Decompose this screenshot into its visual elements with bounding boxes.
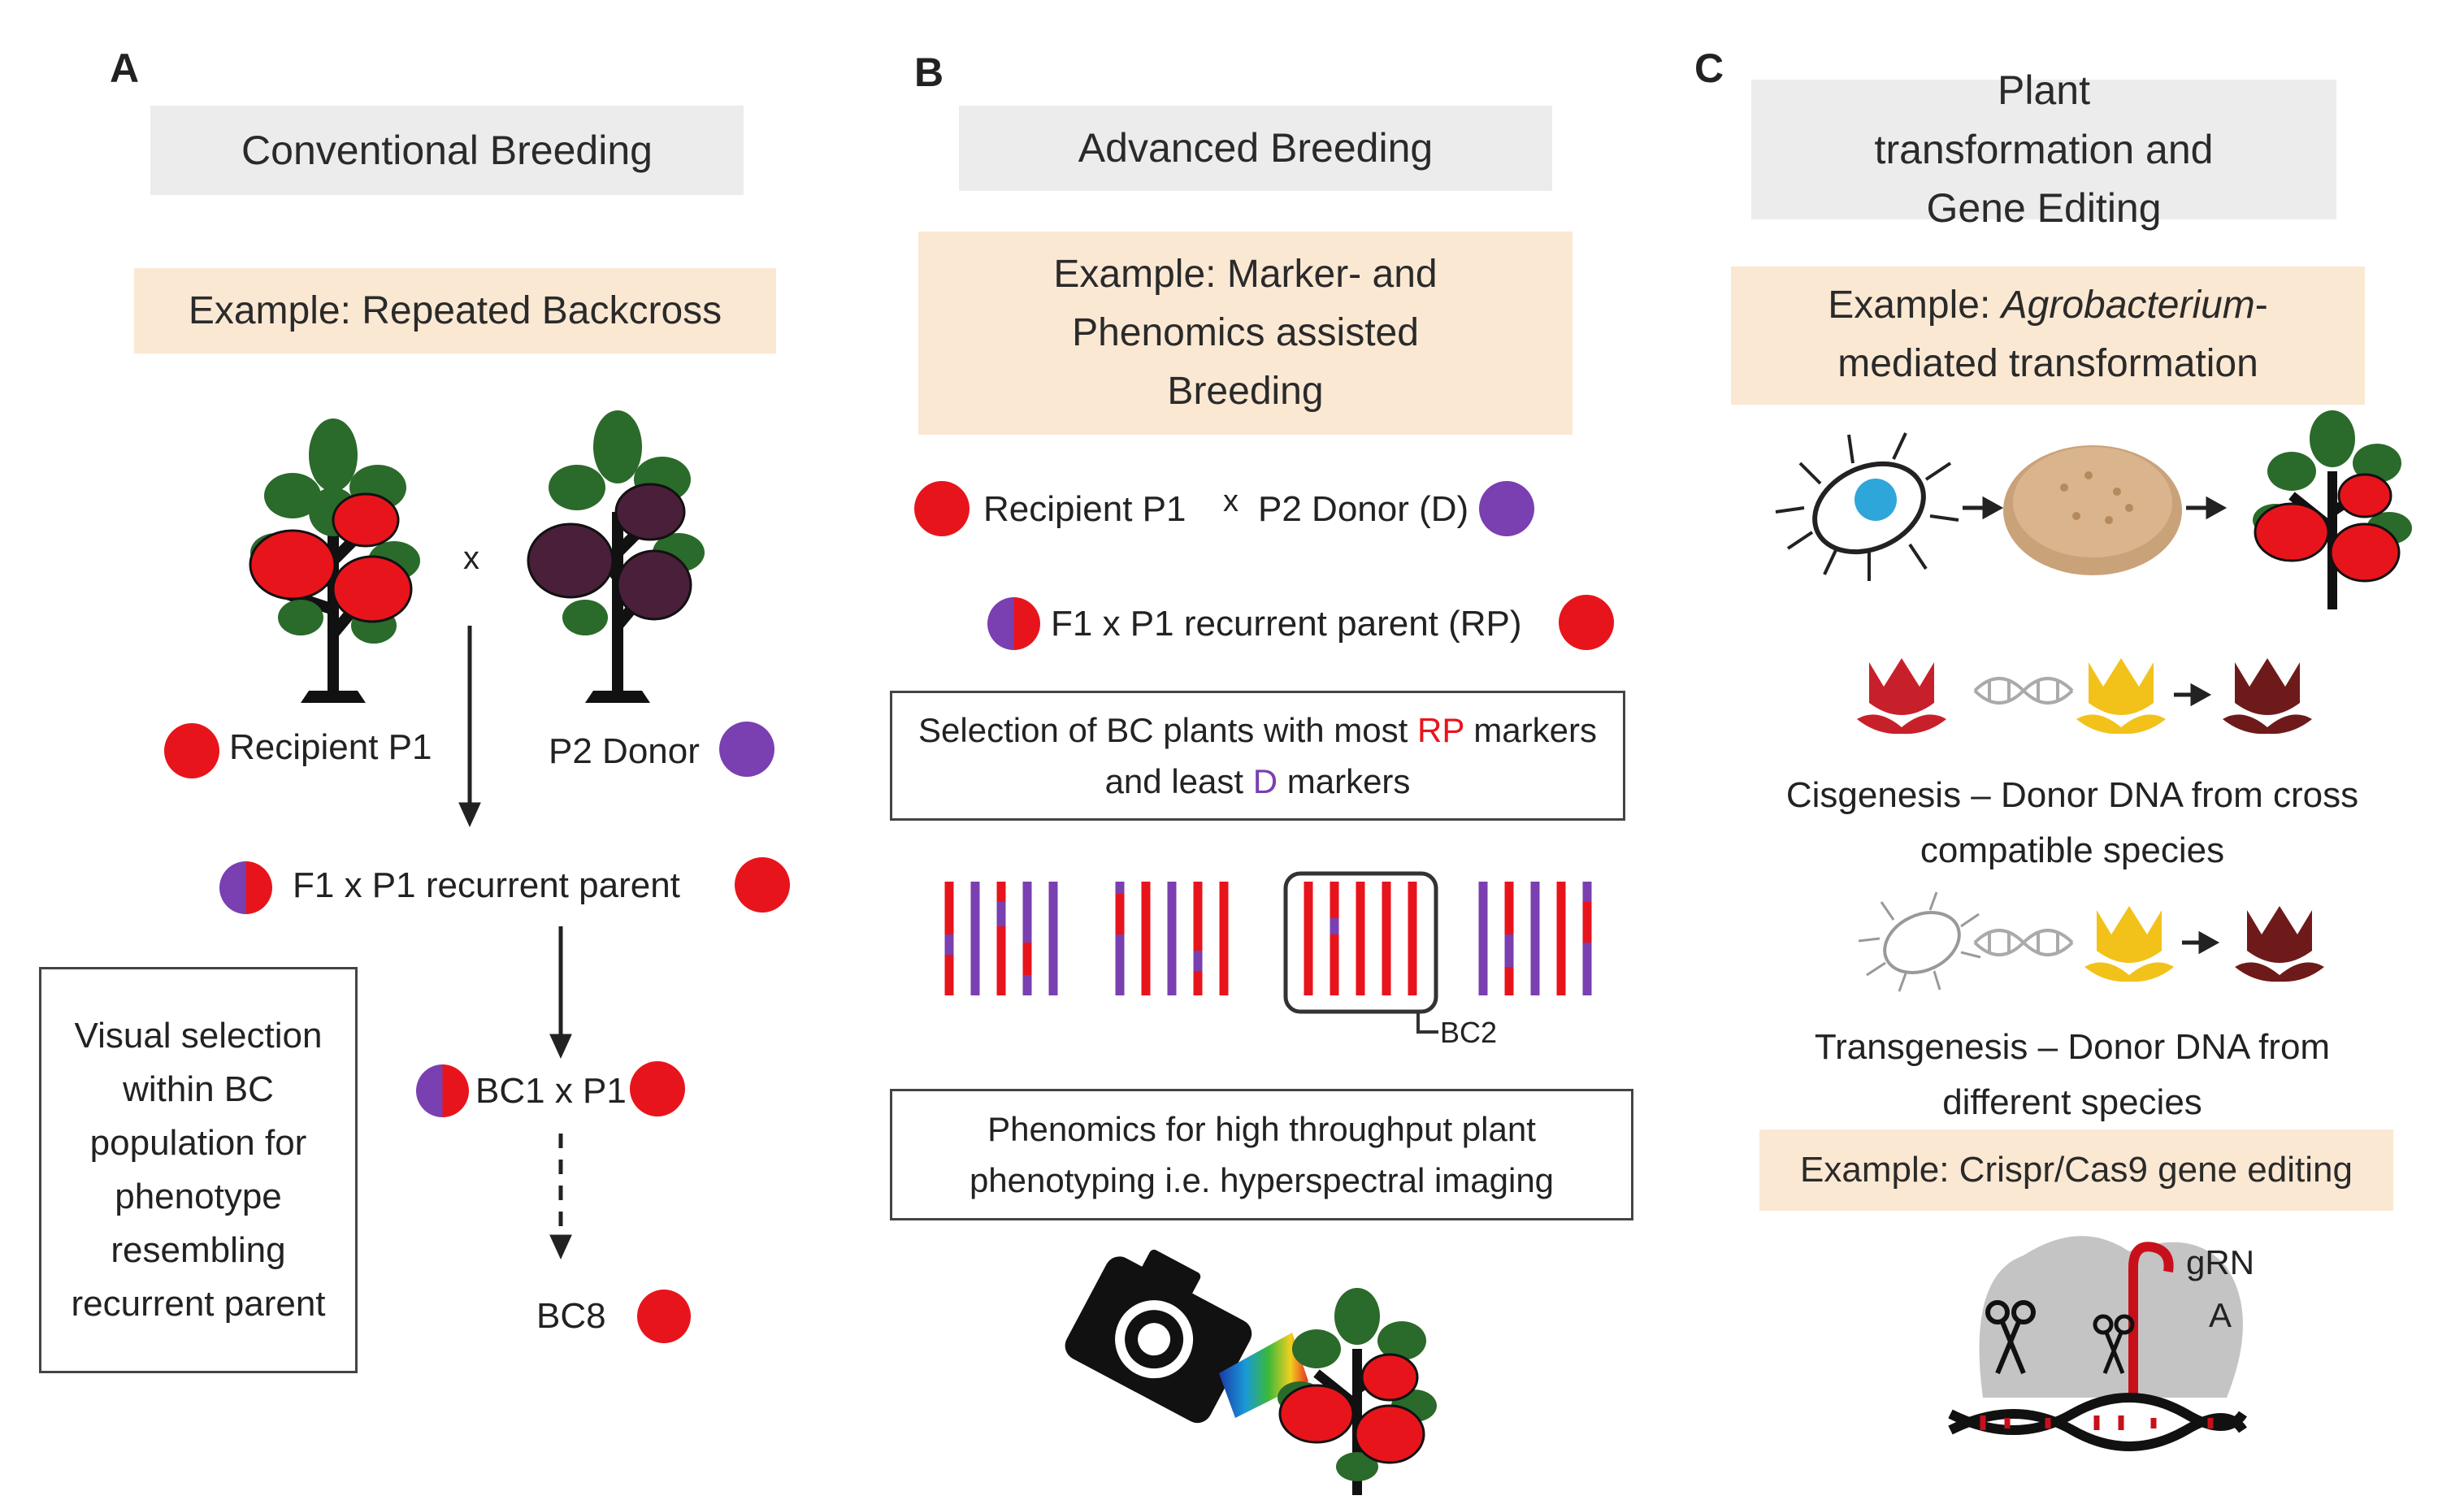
selection-text-d: D [1252, 762, 1278, 800]
phenomics-box: Phenomics for high throughput plant phen… [890, 1089, 1633, 1220]
panel-a-example: Example: Repeated Backcross [134, 268, 776, 353]
bc2-label: BC2 [1440, 1016, 1498, 1049]
bc1-dot [416, 1064, 469, 1117]
panel-a-recipient-label: Recipient P1 [229, 727, 432, 767]
recipient-dot [164, 723, 219, 778]
dna-helix-icon [1948, 1393, 2247, 1451]
panel-c-letter: C [1694, 46, 1724, 91]
panel-b-header: Advanced Breeding [959, 106, 1552, 191]
panel-a-bc1-label: BC1 x P1 [475, 1071, 627, 1111]
grna-label-2: A [2209, 1296, 2232, 1334]
panel-a-header: Conventional Breeding [150, 106, 744, 195]
tulip-icon [1857, 658, 2312, 735]
marker-selection-box: Selection of BC plants with most RP mark… [890, 691, 1625, 821]
panel-c-example: Example: Agrobacterium-mediated transfor… [1731, 267, 2365, 405]
petri-dish-icon [2003, 445, 2182, 575]
panel-a-donor-label: P2 Donor [549, 731, 700, 771]
panel-c-example-italic: Agrobacterium [2001, 284, 2255, 327]
panel-b-donor-label: P2 Donor (D) [1258, 489, 1469, 529]
f1-parent-dot [735, 857, 790, 913]
bacterium-icon [1775, 432, 1959, 581]
selection-text-mid: markers and least [1104, 711, 1597, 800]
b-donor-dot [1479, 481, 1534, 536]
donor-dot [719, 722, 774, 777]
transgenesis-text: Transgenesis – Donor DNA from different … [1814, 1027, 2331, 1123]
crispr-example: Example: Crispr/Cas9 gene editing [1759, 1129, 2393, 1211]
f1-dot [219, 861, 272, 914]
panel-b-f1-label: F1 x P1 recurrent parent (RP) [1051, 604, 1522, 644]
panel-b-letter: B [914, 50, 944, 95]
selection-text-pre: Selection of BC plants with most [918, 711, 1417, 749]
panel-c-example-post: -mediated transformation [1837, 284, 2268, 385]
cisgenesis-text: Cisgenesis – Donor DNA from cross compat… [1785, 775, 2359, 871]
grna-label-1: gRN [2186, 1243, 2255, 1281]
panel-b-recipient-label: Recipient P1 [983, 489, 1186, 529]
panel-a-bc8-label: BC8 [536, 1296, 606, 1336]
selection-text-post: markers [1278, 762, 1411, 800]
panel-c-example-pre: Example: [1828, 284, 2002, 327]
selection-text-rp: RP [1417, 711, 1464, 749]
panel-a-f1-label: F1 x P1 recurrent parent [293, 865, 680, 905]
dna-icon [1973, 677, 2074, 704]
visual-selection-box: Visual selection within BC population fo… [39, 967, 358, 1373]
panel-b-example: Example: Marker- and Phenomics assisted … [918, 232, 1573, 435]
panel-b-cross-symbol: x [1223, 484, 1239, 518]
b-recipient-dot [914, 481, 970, 536]
bc1-parent-dot [630, 1061, 685, 1116]
scissors-icon [1985, 1300, 2036, 1375]
b-f1-dot [987, 597, 1040, 650]
b-f1-parent-dot [1559, 595, 1614, 650]
panel-a-cross-symbol: x [463, 540, 479, 576]
bc8-dot [637, 1290, 691, 1343]
panel-a-letter: A [110, 46, 140, 91]
panel-c-header: Plant transformation and Gene Editing [1751, 67, 2336, 231]
